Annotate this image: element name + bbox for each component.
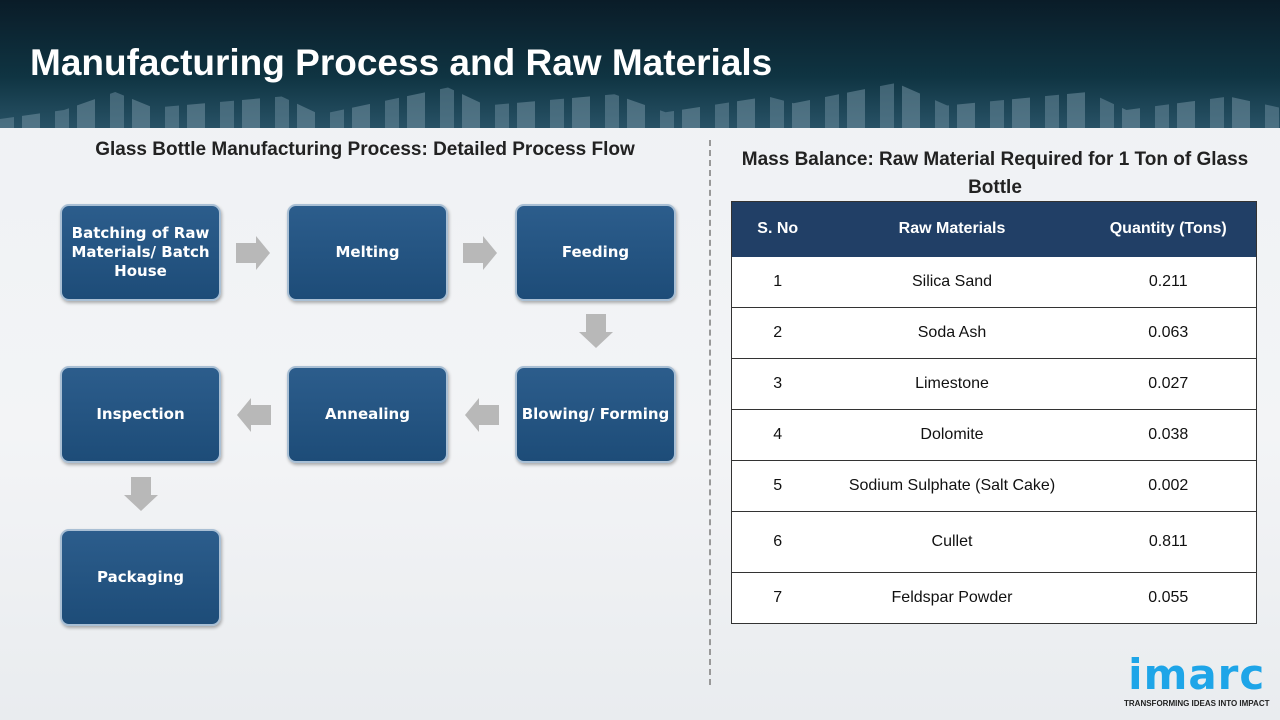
cell-sno: 1 xyxy=(731,256,824,308)
header-banner: Manufacturing Process and Raw Materials xyxy=(0,0,1280,128)
cell-quantity: 0.038 xyxy=(1080,409,1257,461)
cell-material: Cullet xyxy=(823,511,1081,573)
step-packaging: Packaging xyxy=(60,529,221,626)
cell-sno: 7 xyxy=(731,572,824,624)
page-title: Manufacturing Process and Raw Materials xyxy=(30,42,773,83)
cell-material: Silica Sand xyxy=(823,256,1081,308)
col-header-quantity: Quantity (Tons) xyxy=(1080,201,1257,257)
step-blowing-forming: Blowing/ Forming xyxy=(515,366,676,463)
cell-quantity: 0.063 xyxy=(1080,307,1257,359)
cell-quantity: 0.811 xyxy=(1080,511,1257,573)
cell-material: Feldspar Powder xyxy=(823,572,1081,624)
step-batching: Batching of Raw Materials/ Batch House xyxy=(60,204,221,301)
table-header-row: S. No Raw Materials Quantity (Tons) xyxy=(731,201,1257,257)
step-annealing: Annealing xyxy=(287,366,448,463)
process-flow-title: Glass Bottle Manufacturing Process: Deta… xyxy=(95,139,635,160)
step-feeding: Feeding xyxy=(515,204,676,301)
skyline-graphic xyxy=(0,83,1280,128)
cell-sno: 4 xyxy=(731,409,824,461)
cell-sno: 2 xyxy=(731,307,824,359)
cell-quantity: 0.055 xyxy=(1080,572,1257,624)
cell-material: Sodium Sulphate (Salt Cake) xyxy=(823,460,1081,512)
mass-balance-title: Mass Balance: Raw Material Required for … xyxy=(741,149,1249,198)
step-melting: Melting xyxy=(287,204,448,301)
imarc-logo: imarc TRANSFORMING IDEAS INTO IMPACT xyxy=(1124,650,1269,708)
logo-tagline: TRANSFORMING IDEAS INTO IMPACT xyxy=(1124,699,1270,708)
cell-sno: 5 xyxy=(731,460,824,512)
cell-material: Dolomite xyxy=(823,409,1081,461)
col-header-materials: Raw Materials xyxy=(823,201,1081,257)
cell-material: Limestone xyxy=(823,358,1081,410)
logo-wordmark: imarc xyxy=(1128,650,1266,699)
step-inspection: Inspection xyxy=(60,366,221,463)
cell-quantity: 0.211 xyxy=(1080,256,1257,308)
cell-sno: 6 xyxy=(731,511,824,573)
cell-quantity: 0.002 xyxy=(1080,460,1257,512)
cell-material: Soda Ash xyxy=(823,307,1081,359)
section-divider xyxy=(709,140,711,685)
cell-quantity: 0.027 xyxy=(1080,358,1257,410)
cell-sno: 3 xyxy=(731,358,824,410)
col-header-sno: S. No xyxy=(731,201,824,257)
